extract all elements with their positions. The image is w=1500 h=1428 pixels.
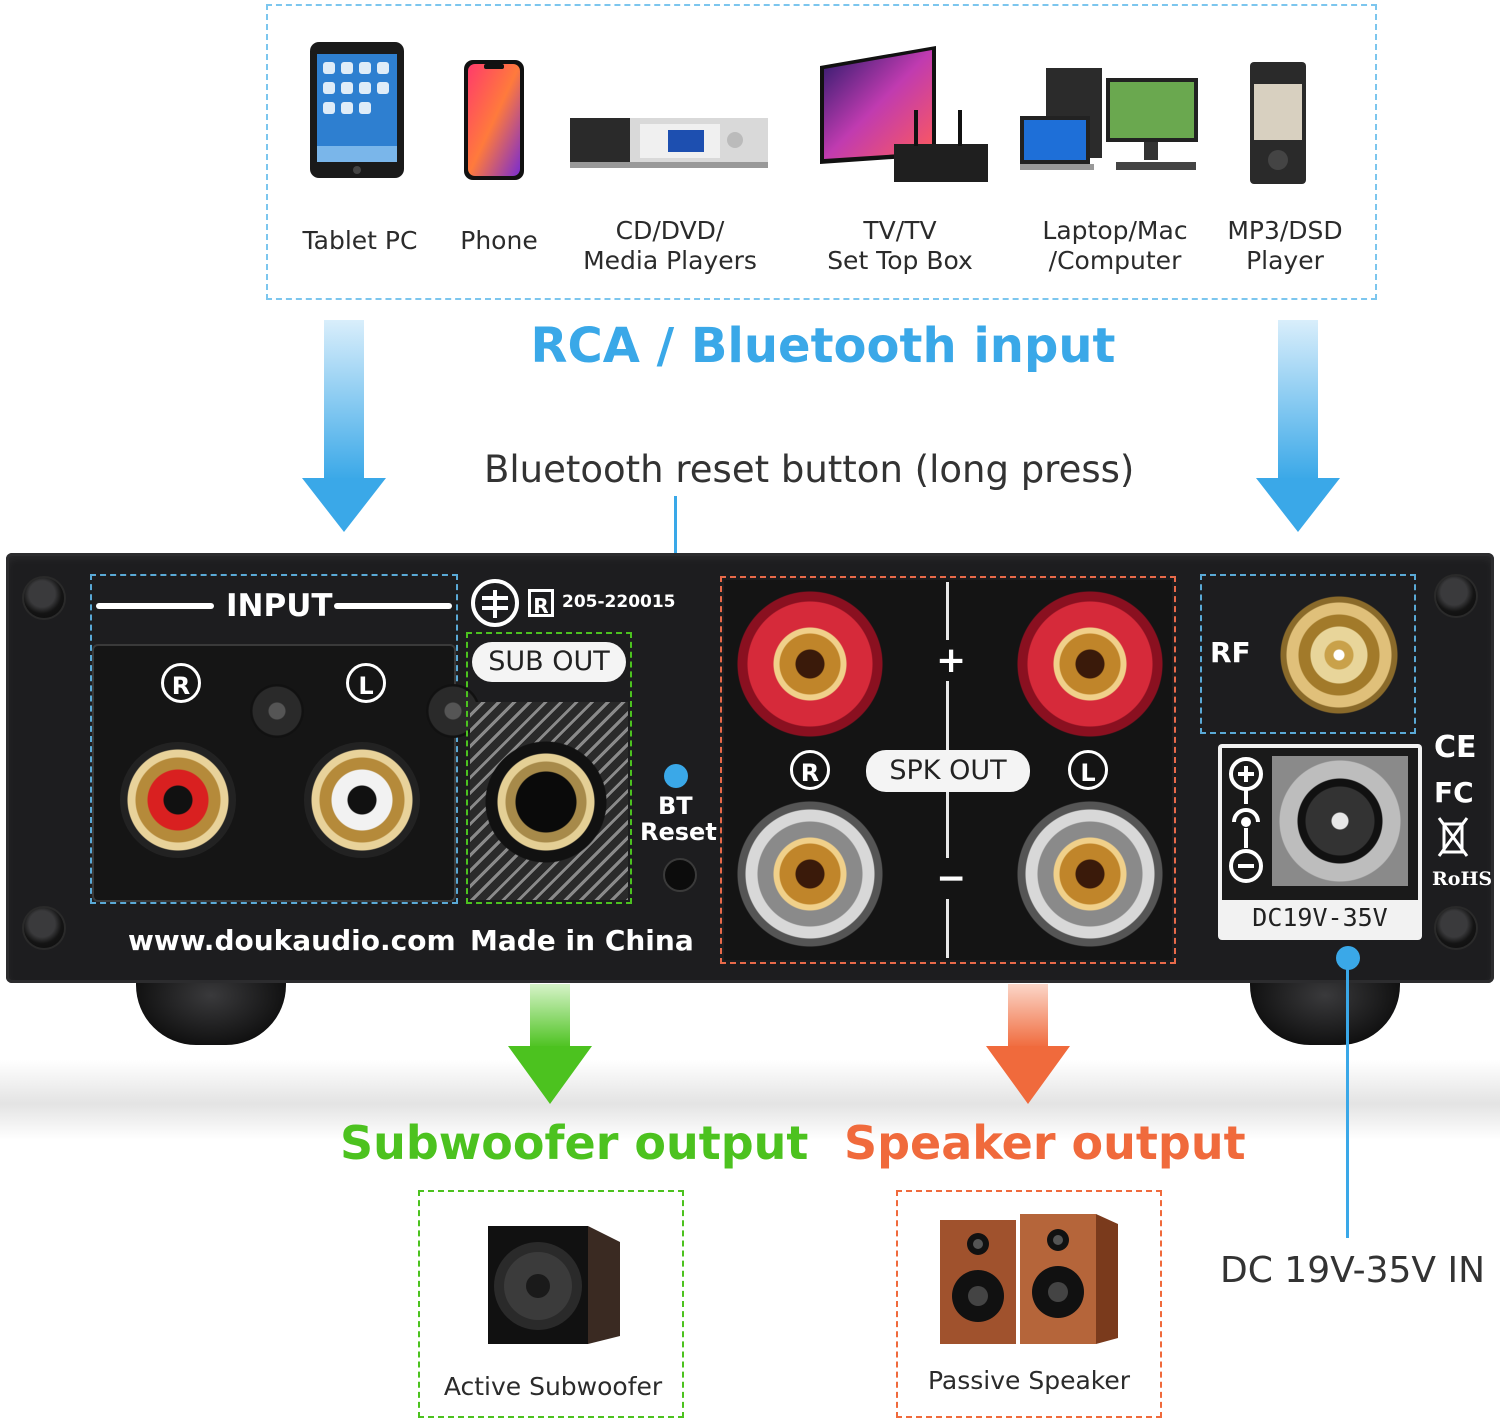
- made-in-text: Made in China: [470, 924, 694, 957]
- minus-sign: −: [934, 858, 969, 899]
- computer-icon: [1020, 68, 1198, 170]
- speaker-right-marker: R: [790, 750, 830, 790]
- speaker-output-title: Speaker output: [844, 1116, 1246, 1170]
- subwoofer-arrow: [508, 984, 592, 1104]
- certification-mark-icon: [471, 579, 519, 627]
- dc-callout-line: [1346, 960, 1349, 1238]
- spk-out-label: SPK OUT: [866, 750, 1030, 792]
- input-arrow-left: [302, 320, 386, 532]
- rf-label: RF: [1210, 636, 1251, 669]
- bt-label: BT: [658, 792, 693, 820]
- amplifier-foot: [1250, 983, 1400, 1045]
- input-header-line-left: [96, 603, 214, 609]
- device-label-computer: Laptop/Mac /Computer: [1042, 216, 1188, 275]
- website-text: www.doukaudio.com: [128, 924, 456, 957]
- input-label: INPUT: [226, 588, 333, 624]
- speaker-out-section: [720, 576, 1176, 964]
- input-section: [90, 574, 458, 904]
- sub-out-section: [466, 632, 632, 904]
- input-title: RCA / Bluetooth input: [530, 318, 1116, 374]
- weee-bin-icon: [1437, 817, 1469, 857]
- left-channel-marker: L: [346, 663, 386, 703]
- right-channel-marker: R: [161, 663, 201, 703]
- speaker-left-positive-post[interactable]: [1016, 590, 1164, 738]
- screw-icon: [24, 908, 64, 948]
- rf-section: [1200, 574, 1416, 734]
- input-header-line-right: [334, 603, 452, 609]
- bt-reset-button[interactable]: [663, 858, 697, 892]
- rf-antenna-connector[interactable]: [1276, 592, 1402, 718]
- speaker-arrow: [986, 984, 1070, 1104]
- reset-label: Reset: [640, 818, 717, 846]
- bt-reset-dot: [664, 764, 688, 788]
- screw-icon: [24, 578, 64, 618]
- input-arrow-right: [1256, 320, 1340, 532]
- sub-out-jack[interactable]: [484, 740, 608, 864]
- mp3-player-icon: [1250, 62, 1306, 184]
- rca-input-left-jack[interactable]: [304, 742, 420, 858]
- subwoofer-output-title: Subwoofer output: [340, 1116, 809, 1170]
- speaker-right-positive-post[interactable]: [736, 590, 884, 738]
- phone-icon: [464, 60, 524, 180]
- rohs-mark: RoHS: [1432, 868, 1493, 890]
- speaker-left-marker: L: [1068, 750, 1108, 790]
- amplifier-foot: [136, 983, 286, 1045]
- dc-voltage-label: DC19V-35V: [1252, 903, 1388, 932]
- passive-speaker-label: Passive Speaker: [927, 1366, 1131, 1395]
- plus-sign: +: [934, 640, 969, 681]
- passive-speaker-icon: [940, 1214, 1118, 1344]
- rca-input-right-jack[interactable]: [120, 742, 236, 858]
- dc-power-socket[interactable]: [1272, 756, 1408, 886]
- media-player-icon: [570, 118, 768, 168]
- device-label-mp3: MP3/DSD Player: [1227, 216, 1343, 275]
- device-label-phone: Phone: [460, 226, 538, 255]
- device-label-tv: TV/TV Set Top Box: [827, 216, 973, 275]
- device-label-media: CD/DVD/ Media Players: [583, 216, 757, 275]
- fc-mark: FC: [1434, 776, 1474, 809]
- dc-in-callout: DC 19V-35V IN: [1220, 1250, 1486, 1291]
- tablet-icon: [310, 42, 404, 178]
- speaker-left-negative-post[interactable]: [1016, 800, 1164, 948]
- ce-mark: CE: [1434, 730, 1477, 765]
- polarity-icon: [1229, 757, 1263, 883]
- reflection: [0, 1060, 1500, 1140]
- speaker-box: [896, 1190, 1162, 1418]
- speaker-right-negative-post[interactable]: [736, 800, 884, 948]
- registered-mark-icon: R: [528, 589, 554, 618]
- subwoofer-box: [418, 1190, 684, 1418]
- certification-code: 205-220015: [562, 592, 676, 612]
- sub-out-label: SUB OUT: [472, 642, 626, 682]
- active-subwoofer-icon: [488, 1226, 620, 1344]
- active-subwoofer-label: Active Subwoofer: [443, 1372, 663, 1401]
- bt-reset-callout: Bluetooth reset button (long press): [484, 448, 1135, 491]
- screw-icon: [1436, 576, 1476, 616]
- screw-icon: [1436, 908, 1476, 948]
- tv-icon: [820, 46, 988, 182]
- source-devices-box: [266, 4, 1377, 300]
- device-label-tablet: Tablet PC: [302, 226, 418, 255]
- hex-screw-icon: [250, 684, 304, 738]
